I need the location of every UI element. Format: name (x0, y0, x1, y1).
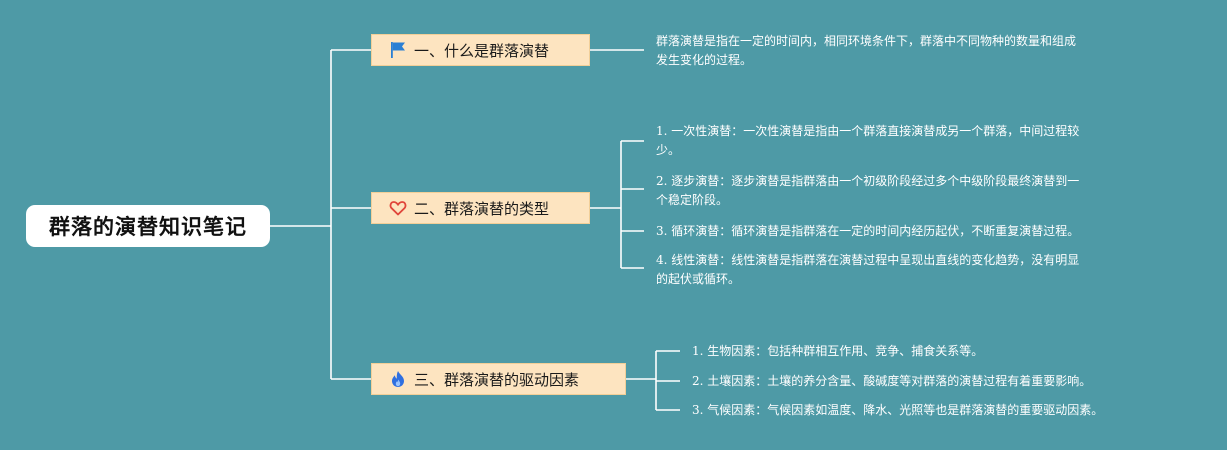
leaf-factor-2: 2. 土壤因素：土壤的养分含量、酸碱度等对群落的演替过程有着重要影响。 (692, 372, 1091, 391)
branch-driving-factors: 三、群落演替的驱动因素 (371, 363, 626, 395)
item-text: 逐步演替：逐步演替是指群落由一个初级阶段经过多个中级阶段最终演替到一 (671, 174, 1080, 188)
leaf-line: 4. 线性演替：线性演替是指群落在演替过程中呈现出直线的变化趋势，没有明显 (656, 251, 1079, 270)
item-number: 2. (656, 174, 668, 188)
item-text: 循环演替：循环演替是指群落在一定的时间内经历起伏，不断重复演替过程。 (671, 224, 1080, 238)
leaf-factor-3: 3. 气候因素：气候因素如温度、降水、光照等也是群落演替的重要驱动因素。 (692, 401, 1103, 420)
leaf-line: 2. 逐步演替：逐步演替是指群落由一个初级阶段经过多个中级阶段最终演替到一 (656, 172, 1079, 191)
item-number: 4. (656, 253, 668, 267)
branch-label: 一、什么是群落演替 (414, 41, 550, 60)
item-number: 2. (692, 374, 704, 388)
leaf-line: 3. 循环演替：循环演替是指群落在一定的时间内经历起伏，不断重复演替过程。 (656, 222, 1079, 241)
flag-icon (388, 40, 408, 60)
leaf-line: 少。 (656, 143, 681, 157)
item-number: 1. (692, 344, 704, 358)
leaf-type-2: 2. 逐步演替：逐步演替是指群落由一个初级阶段经过多个中级阶段最终演替到一 个稳… (656, 172, 1079, 210)
root-node: 群落的演替知识笔记 (26, 205, 270, 247)
leaf-line: 2. 土壤因素：土壤的养分含量、酸碱度等对群落的演替过程有着重要影响。 (692, 372, 1091, 391)
fire-icon (388, 369, 408, 389)
branch-label: 二、群落演替的类型 (414, 199, 550, 218)
item-text: 线性演替：线性演替是指群落在演替过程中呈现出直线的变化趋势，没有明显 (671, 253, 1080, 267)
leaf-line: 1. 生物因素：包括种群相互作用、竞争、捕食关系等。 (692, 342, 983, 361)
branch-what-is-succession: 一、什么是群落演替 (371, 34, 590, 66)
heart-icon (388, 198, 408, 218)
branch-succession-types: 二、群落演替的类型 (371, 192, 590, 224)
leaf-factor-1: 1. 生物因素：包括种群相互作用、竞争、捕食关系等。 (692, 342, 983, 361)
item-number: 3. (692, 403, 704, 417)
leaf-type-1: 1. 一次性演替：一次性演替是指由一个群落直接演替成另一个群落，中间过程较 少。 (656, 122, 1079, 160)
item-text: 气候因素：气候因素如温度、降水、光照等也是群落演替的重要驱动因素。 (707, 403, 1104, 417)
leaf-line: 1. 一次性演替：一次性演替是指由一个群落直接演替成另一个群落，中间过程较 (656, 122, 1079, 141)
branch-label: 三、群落演替的驱动因素 (414, 370, 580, 389)
leaf-definition: 群落演替是指在一定的时间内，相同环境条件下，群落中不同物种的数量和组成 发生变化… (656, 32, 1076, 70)
item-text: 一次性演替：一次性演替是指由一个群落直接演替成另一个群落，中间过程较 (671, 124, 1080, 138)
item-number: 3. (656, 224, 668, 238)
leaf-line: 个稳定阶段。 (656, 193, 729, 207)
item-number: 1. (656, 124, 668, 138)
item-text: 土壤因素：土壤的养分含量、酸碱度等对群落的演替过程有着重要影响。 (707, 374, 1092, 388)
leaf-type-4: 4. 线性演替：线性演替是指群落在演替过程中呈现出直线的变化趋势，没有明显 的起… (656, 251, 1079, 289)
leaf-line: 发生变化的过程。 (656, 53, 753, 67)
leaf-line: 3. 气候因素：气候因素如温度、降水、光照等也是群落演替的重要驱动因素。 (692, 401, 1103, 420)
leaf-line: 的起伏或循环。 (656, 272, 741, 286)
item-text: 生物因素：包括种群相互作用、竞争、捕食关系等。 (707, 344, 984, 358)
root-title: 群落的演替知识笔记 (49, 215, 247, 239)
leaf-type-3: 3. 循环演替：循环演替是指群落在一定的时间内经历起伏，不断重复演替过程。 (656, 222, 1079, 241)
leaf-line: 群落演替是指在一定的时间内，相同环境条件下，群落中不同物种的数量和组成 (656, 34, 1077, 48)
